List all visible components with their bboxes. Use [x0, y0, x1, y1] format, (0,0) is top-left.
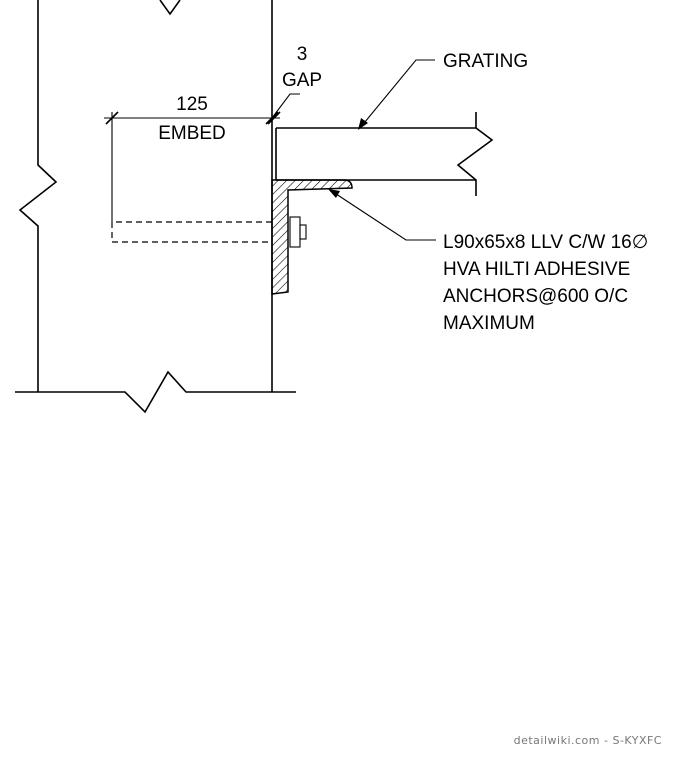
- gap-leader: [271, 93, 300, 119]
- anchor-rod-hidden-outline: [111, 221, 272, 243]
- grating-leader-arrowhead: [358, 118, 368, 130]
- grating-callout: GRATING: [358, 51, 528, 130]
- angle-note-line-2: HVA HILTI ADHESIVE: [443, 259, 630, 280]
- embed-value-label: 125: [176, 94, 208, 115]
- anchor-rod: [111, 216, 307, 248]
- wall-top-break: [159, 0, 181, 16]
- gap-dimension: 3 GAP: [267, 44, 322, 125]
- angle-note-line-4: MAXIMUM: [443, 313, 535, 334]
- gap-word-label: GAP: [282, 70, 322, 91]
- grating-label: GRATING: [443, 51, 528, 72]
- grating-break-line: [456, 112, 494, 196]
- angle-note-line-3: ANCHORS@600 O/C: [443, 286, 628, 307]
- angle-leader-arrowhead: [328, 189, 340, 198]
- wall-left-break-edge: [18, 0, 58, 392]
- anchor-rod-tail: [299, 224, 307, 240]
- embed-tick-left: [105, 111, 119, 125]
- concrete-wall: [15, 0, 296, 414]
- angle-callout: L90x65x8 LLV C/W 16∅ HVA HILTI ADHESIVE …: [328, 189, 648, 334]
- watermark: detailwiki.com - S-KYXFC: [514, 734, 662, 747]
- angle-note-line-1: L90x65x8 LLV C/W 16∅: [443, 232, 648, 253]
- anchor-nut: [289, 216, 301, 248]
- wall-bottom-break-edge: [15, 370, 296, 414]
- gap-tick: [267, 111, 281, 125]
- angle-leader: [329, 189, 436, 241]
- embed-word-label: EMBED: [158, 123, 226, 144]
- gap-value-label: 3: [297, 44, 308, 65]
- grating-leader: [359, 59, 435, 129]
- grating: [275, 112, 494, 196]
- embed-dimension: 125 EMBED: [104, 94, 280, 222]
